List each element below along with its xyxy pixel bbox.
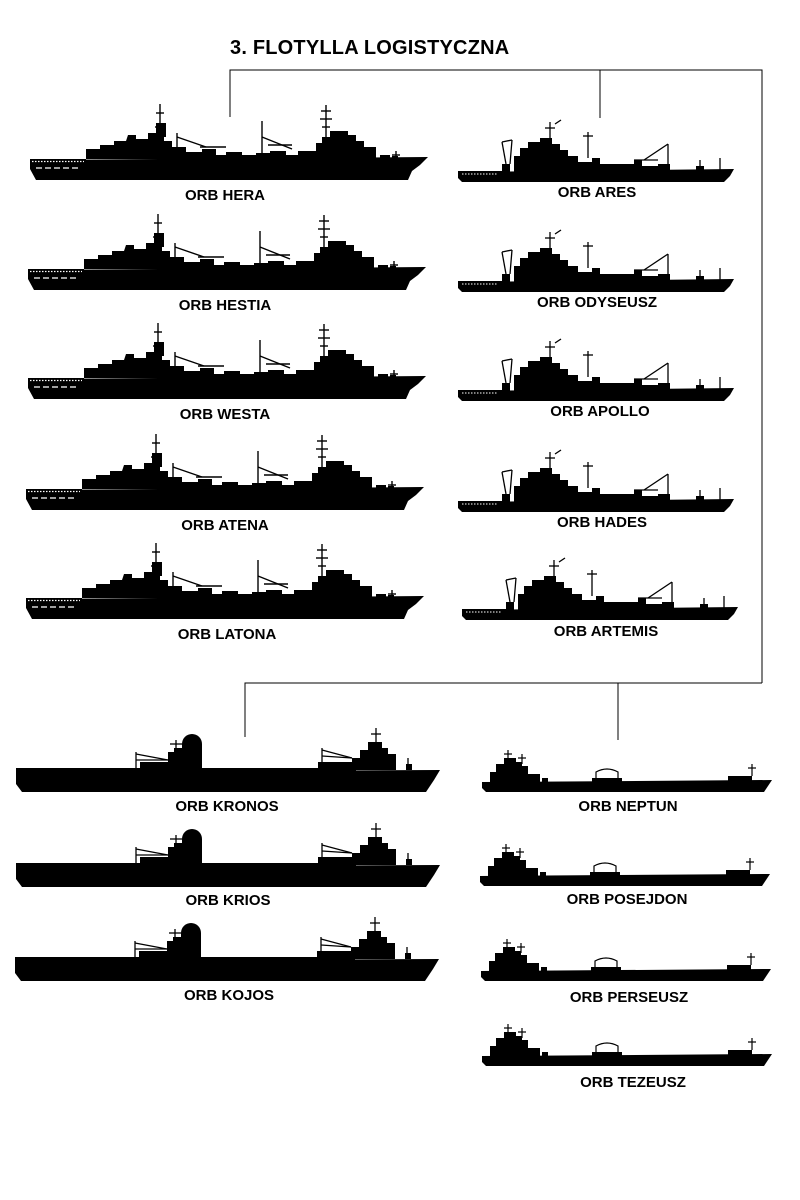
ship-label: ORB KOJOS	[183, 987, 275, 1004]
ship-label: ORB ARES	[557, 184, 637, 201]
ship-label: ORB ARTEMIS	[553, 623, 659, 640]
ship-label: ORB ATENA	[181, 517, 269, 534]
page-title: 3. FLOTYLLA LOGISTYCZNA	[230, 37, 510, 59]
salvage-ship-silhouette	[458, 118, 738, 184]
small-tanker-silhouette	[482, 1022, 772, 1068]
ship-label: ORB KRIOS	[185, 892, 271, 909]
small-tanker-silhouette	[480, 842, 770, 888]
tanker-silhouette	[16, 728, 440, 794]
ship-label: ORB WESTA	[179, 406, 271, 423]
small-tanker-silhouette	[481, 937, 771, 983]
connector-group-b	[244, 682, 762, 737]
tanker-silhouette	[16, 823, 440, 889]
ship-label: ORB TEZEUSZ	[580, 1074, 686, 1091]
ship-label: ORB HESTIA	[178, 297, 272, 314]
ship-label: ORB APOLLO	[550, 403, 650, 420]
ship-label: ORB ODYSEUSZ	[536, 294, 658, 311]
ship-label: ORB PERSEUSZ	[569, 989, 689, 1006]
salvage-ship-silhouette	[458, 228, 738, 294]
salvage-ship-silhouette	[462, 556, 742, 622]
salvage-ship-silhouette	[458, 337, 738, 403]
ship-label: ORB POSEJDON	[566, 891, 688, 908]
connector-group-a	[229, 69, 763, 683]
ship-label: ORB HERA	[184, 187, 266, 204]
ship-label: ORB NEPTUN	[578, 798, 678, 815]
salvage-ship-silhouette	[458, 448, 738, 514]
ship-label: ORB LATONA	[177, 626, 277, 643]
supply-ship-silhouette	[30, 103, 430, 183]
ship-label: ORB KRONOS	[175, 798, 279, 815]
small-tanker-silhouette	[482, 748, 772, 794]
tanker-silhouette	[15, 917, 439, 983]
supply-ship-silhouette	[26, 433, 426, 513]
supply-ship-silhouette	[28, 213, 428, 293]
supply-ship-silhouette	[28, 322, 428, 402]
ship-label: ORB HADES	[556, 514, 648, 531]
supply-ship-silhouette	[26, 542, 426, 622]
